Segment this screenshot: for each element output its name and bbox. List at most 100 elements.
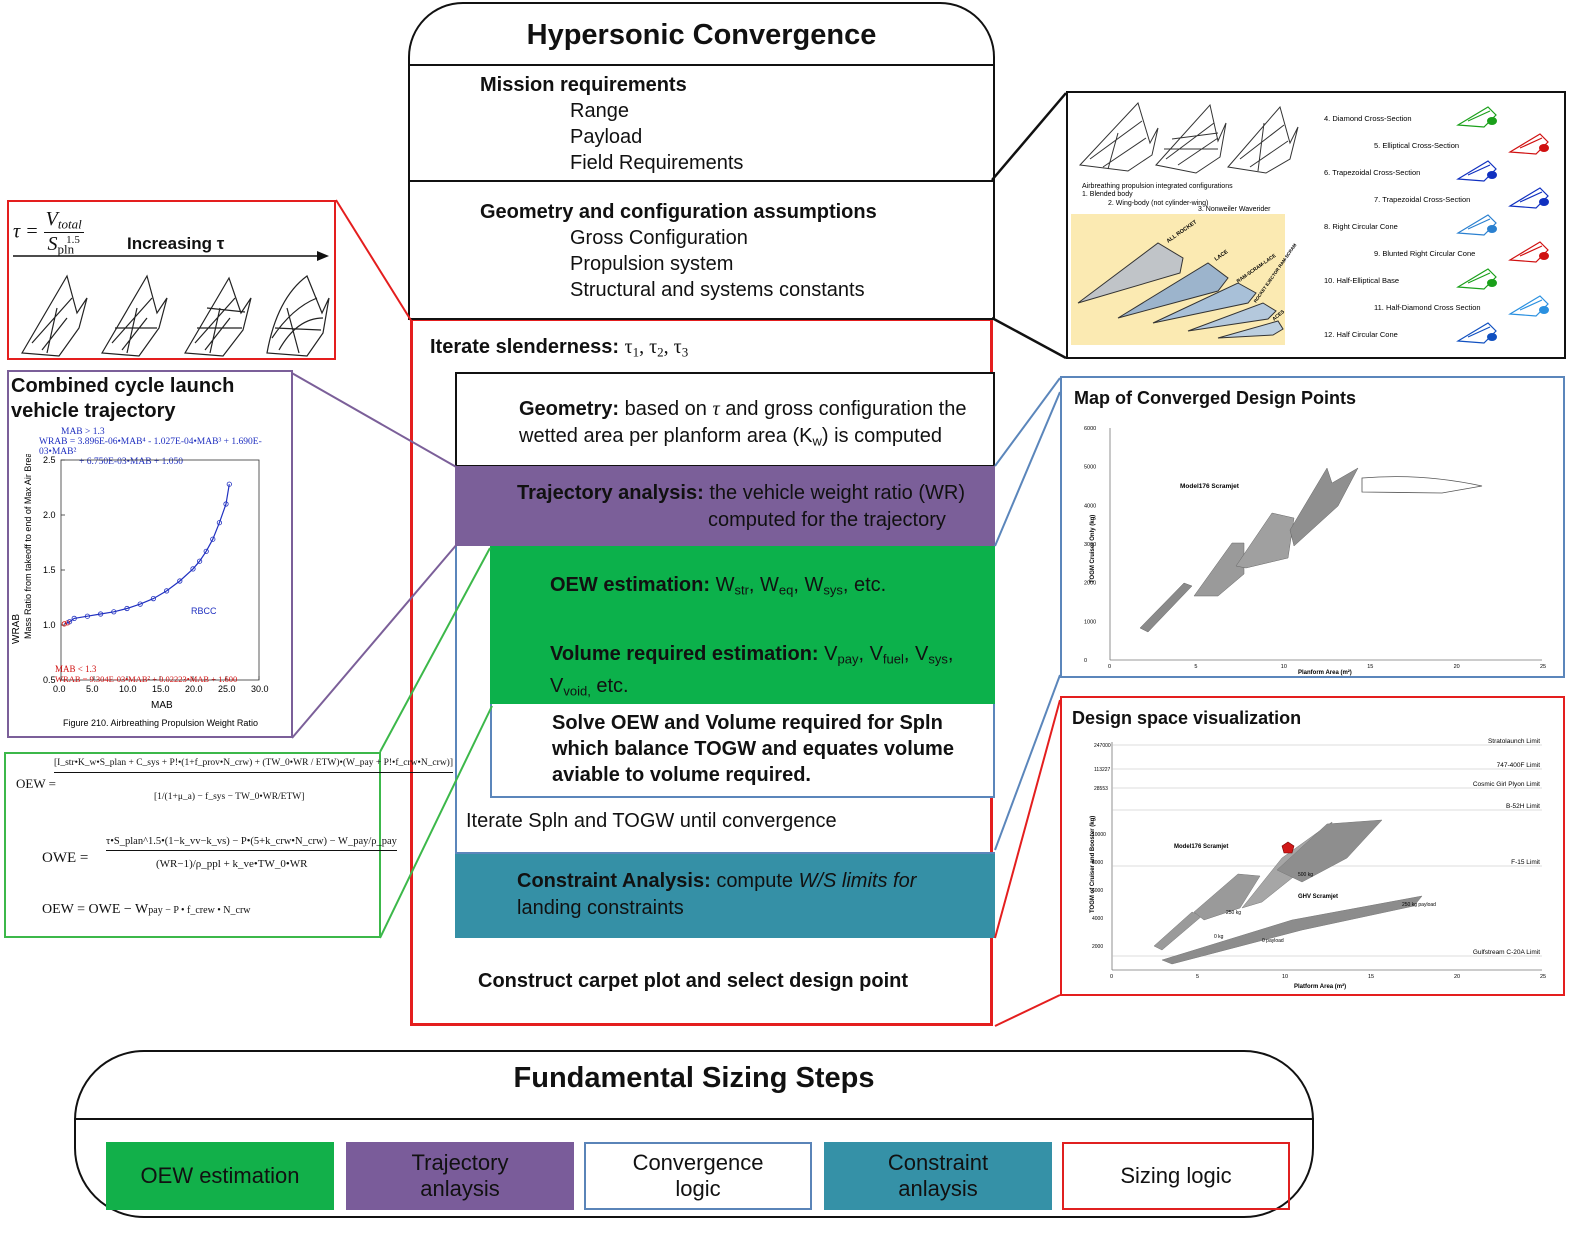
config-cross-section-icon [1487,225,1497,233]
limit-value: 113227 [1094,767,1111,773]
design-y-tick: 4000 [1092,916,1103,922]
page-title: Hypersonic Convergence [408,2,995,66]
iterate-slenderness-label: Iterate slenderness: [430,336,619,358]
geometry-step-text: based on [624,398,707,420]
tau-values: τ1, τ2, τ3 [624,336,689,360]
config-cross-section-icon [1487,117,1497,125]
y-tick-label: 1.5 [43,565,56,575]
limit-label: 747-400F Limit [1497,762,1541,769]
limit-label: Gulfstream C-20A Limit [1473,949,1540,956]
tau-equation: τ = Vtotal Spln1.5 [13,208,84,258]
plot-frame [60,459,260,681]
config-sketch-icon [1508,133,1549,155]
design-y-tick: 8000 [1092,860,1103,866]
constraint-text-italic: W/S limits for [798,870,917,892]
y-tick-label: 2.5 [43,455,56,465]
mission-item: Field Requirements [570,152,744,174]
payload-label: 0 payload [1262,938,1284,944]
slender-vehicle-sketches [21,274,330,357]
eq-line: WRAB = 3.896E-06•MAB⁴ - 1.027E-04•MAB³ +… [39,437,262,457]
blue-equation: MAB > 1.3 WRAB = 3.896E-06•MAB⁴ - 1.027E… [39,427,291,467]
trajectory-step-text: the vehicle weight ratio (WR) [709,482,965,504]
increasing-tau-arrow [13,251,329,261]
geometry-item: Structural and systems constants [570,279,865,301]
data-point [71,615,77,621]
map-y-tick: 6000 [1084,426,1096,432]
red-eq-line: WRAB = 9.304E-03•MAB² + 0.02223•MAB + 1.… [55,674,237,684]
map-x-tick: 5 [1194,664,1197,670]
design-x-tick: 25 [1540,974,1546,980]
owe-eq-denominator: (WR−1)/ρ_ppl + k_ve•TW_0•WR [156,858,308,870]
oew-final-eq: OEW = OWE − Wpay − P • f_crew • N_crw [42,902,251,918]
config-sketch-icon [1456,106,1497,128]
data-point [216,520,222,526]
geometry-step-text: ) is computed [821,425,942,447]
config-sketch-icon [1508,187,1549,209]
selected-design-point-marker [1281,841,1295,854]
config-list-label: 12. Half Circular Cone [1324,330,1398,339]
solve-line: aviable to volume required. [552,764,811,786]
map-x-tick: 0 [1108,664,1111,670]
design-y-tick: 2000 [1092,944,1103,950]
limit-value: 28553 [1094,786,1108,792]
geometry-item: Gross Configuration [570,227,748,249]
config-list-label: 9. Blunted Right Circular Cone [1374,249,1475,258]
eq-line: MAB > 1.3 [61,427,105,437]
carpet-plot-step: Construct carpet plot and select design … [478,970,909,992]
geometry-item: Propulsion system [570,253,734,275]
config-caption: Airbreathing propulsion integrated confi… [1082,183,1233,190]
data-point [177,578,183,584]
map-y-tick: 5000 [1084,465,1096,471]
oew-final-eq-tail: pay − P • f_crew • N_crw [148,905,251,916]
config-list-label: 5. Elliptical Cross-Section [1374,141,1459,150]
vehicle-silhouette [1361,476,1483,494]
solve-line: which balance TOGW and equates volume [552,738,954,760]
volume-estimation: Volume required estimation: Vpay, Vfuel,… [550,643,954,698]
geometry-step-text: wetted area per planform area (K [519,425,813,447]
oew-estimation: OEW estimation: Wstr, Weq, Wsys, etc. [550,574,887,598]
map-series-label: Model176 Scramjet [1180,483,1240,490]
config-cross-section-icon [1539,306,1549,314]
config-cross-section-icon [1539,198,1549,206]
map-y-tick: 2000 [1084,581,1096,587]
increasing-tau-label: Increasing τ [127,234,225,253]
map-title: Map of Converged Design Points [1074,388,1357,408]
data-point [66,619,73,625]
solve-line: Solve OEW and Volume required for Spln [552,712,943,734]
legend-sizing: Sizing logic [1062,1142,1290,1210]
x-axis-label: MAB [151,700,173,711]
x-tick-label: 10.0 [119,684,137,694]
limit-label: F-15 Limit [1511,859,1540,866]
x-tick-label: 30.0 [251,684,269,694]
config-cross-section-icon [1539,144,1549,152]
x-tick-label: 15.0 [152,684,170,694]
configuration-sketches: Airbreathing propulsion integrated confi… [1071,102,1549,345]
y-axis-label: Mass Ratio from takeoff to end of Max Ai… [23,454,33,639]
x-tick-label: 25.0 [218,684,236,694]
data-point [137,601,143,607]
oew-final-eq-lhs: OEW = OWE − W [42,902,149,917]
map-x-label: Planform Area (m²) [1298,669,1352,676]
tau-numerator-sub: total [57,216,82,232]
oew-heading: OEW estimation: [550,574,711,596]
constraint-text: compute [716,870,794,892]
config-cross-section-icon [1487,279,1497,287]
slenderness-panel: τ = Vtotal Spln1.5 Increasing τ [7,200,336,360]
design-y-tick: 10000 [1092,832,1106,838]
owe-eq-numerator: τ•S_plan^1.5•(1−k_vv−k_vs) − P•(5+k_crw•… [106,836,397,851]
tau-denominator-sup: 1.5 [66,233,80,246]
data-point [210,536,216,542]
legend-title: Fundamental Sizing Steps [513,1062,875,1094]
limit-value: 247000 [1094,743,1111,749]
payload-label: 250 kg payload [1402,902,1436,908]
y-tick-label: 0.5 [43,675,56,685]
payload-label: 0 kg [1214,934,1224,940]
series-label: RBCC [191,606,217,616]
design-x-tick: 20 [1454,974,1460,980]
geometry-step-heading: Geometry: [519,398,620,420]
data-point [203,548,209,554]
